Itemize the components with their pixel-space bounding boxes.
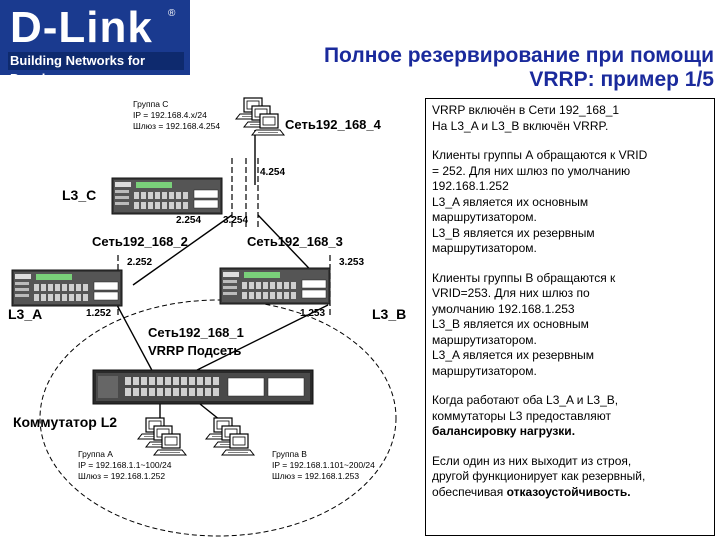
l2-switch-label: Коммутатор L2 [13,414,118,430]
vrrp-subnet-label: VRRP Подсеть [148,343,242,358]
panel-text: Если один из них выходит из строя, [432,453,632,468]
panel-text: L3_A является их резервным [432,348,594,362]
panel-text: маршрутизатором. [432,241,537,255]
panel-text: L3_B является их резервным [432,225,595,240]
group-b-label: Группа В IP = 192.168.1.101~200/24 Шлюз … [272,449,375,481]
ip-1-252: 1.252 [86,308,112,319]
dlink-logo: D-Link ® Building Networks for People [0,0,190,86]
l3-b-label: L3_B [372,306,407,322]
panel-text: коммутаторы L3 предоставляют [432,408,611,423]
vrrp-subnet-ellipse [39,299,397,537]
panel-text: На L3_A и L3_B включён VRRP. [432,118,609,133]
panel-text: маршрутизатором. [432,363,537,378]
ip-3-253: 3.253 [339,257,365,268]
slide-title-line2: VRRP: пример 1/5 [529,68,714,91]
ip-2-254: 2.254 [176,215,202,226]
l3-a-label: L3_A [8,306,43,322]
logo-tagline: Building Networks for People [8,52,184,86]
panel-text: Когда работают оба L3_A и L3_B, [432,393,619,407]
switch-l3-b [219,267,331,305]
panel-text: маршрутизатором. [432,332,537,347]
pc-group-b [205,417,255,456]
panel-text: = 252. Для них шлюз по умолчанию [432,163,631,178]
panel-text: VRID=253. Для них шлюз по [432,286,590,300]
panel-text: L3_A является их основным [432,194,589,209]
panel-text: Клиенты группы А обращаются к VRID [432,148,648,162]
ip-3-254: 3.254 [223,215,249,226]
panel-text: другой функционирует как резервный, [432,469,646,483]
network-192-168-4-label: Сеть192_168_4 [285,117,381,132]
l3-c-label: L3_C [62,187,97,203]
logo-brand: D-Link [10,3,153,52]
panel-text-emphasis: балансировку нагрузки. [432,424,576,438]
group-a-label: Группа А IP = 192.168.1.1~100/24 Шлюз = … [78,449,172,481]
panel-text: VRRP включён в Сети 192_168_1 [432,103,620,117]
panel-text: Клиенты группы В обращаются к [432,270,616,285]
switch-l2 [92,369,314,405]
panel-text: 192.168.1.252 [432,179,509,193]
network-192-168-1-label: Сеть192_168_1 [148,325,244,340]
network-192-168-3-label: Сеть192_168_3 [247,234,343,249]
panel-text: L3_B является их основным [432,317,589,331]
panel-text: маршрутизатором. [432,210,537,224]
network-192-168-2-label: Сеть192_168_2 [92,234,188,249]
pc-group-c [235,97,285,136]
ip-1-253: 1.253 [300,308,326,319]
panel-text-part: обеспечивая [432,484,507,499]
slide-title-line1: Полное резервирование при помощи [323,44,714,67]
switch-l3-c [111,177,223,215]
description-panel: VRRP включён в Сети 192_168_1 На L3_A и … [425,98,715,536]
panel-text: обеспечивая отказоустойчивость. [432,485,708,501]
group-c-label: Группа С IP = 192.168.4.x/24 Шлюз = 192.… [133,99,221,131]
switch-l3-a [11,269,123,307]
panel-text: умолчанию 192.168.1.253 [432,301,575,316]
network-diagram [11,97,397,537]
logo-registered-mark: ® [168,8,176,19]
ip-2-252: 2.252 [127,257,153,268]
panel-text-emphasis: отказоустойчивость. [506,484,631,499]
ip-4-254: 4.254 [260,167,286,178]
